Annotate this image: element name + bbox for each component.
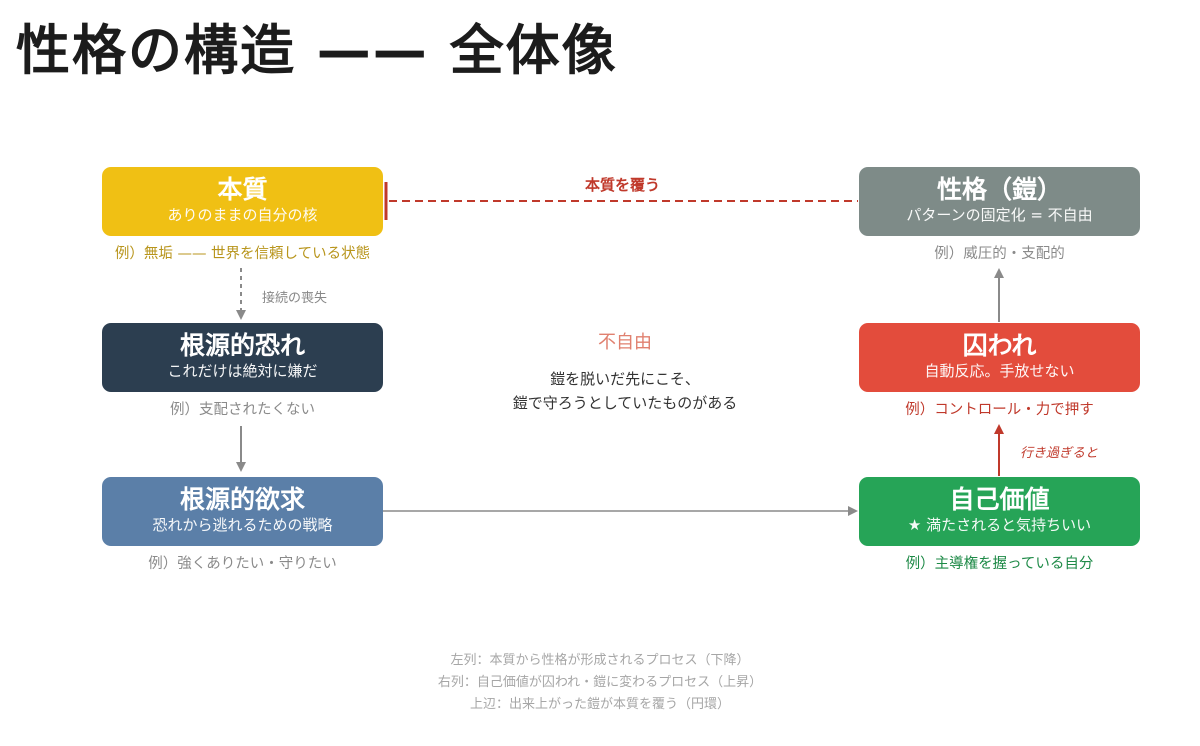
center-line-2: 鎧で守ろうとしていたものがある: [512, 394, 738, 412]
node-osore-title: 根源的恐れ: [179, 331, 305, 360]
node-seikaku-example: 例）威圧的・支配的: [934, 246, 1065, 262]
page-title: 性格の構造 —— 全体像: [16, 19, 618, 82]
edge-label-loss: 接続の喪失: [262, 291, 328, 306]
node-seikaku-title: 性格（鎧）: [936, 175, 1062, 204]
node-seikaku: 性格（鎧） パターンの固定化 = 不自由: [859, 167, 1140, 236]
node-osore-subtitle: これだけは絶対に嫌だ: [167, 362, 318, 380]
edge-label-overlay: 本質を覆う: [584, 176, 660, 194]
edge-label-excess: 行き過ぎると: [1020, 446, 1099, 461]
footnote-top-edge: 上辺：出来上がった鎧が本質を覆う（円環）: [469, 697, 730, 712]
node-osore-example: 例）支配されたくない: [170, 402, 315, 418]
node-yokkyu: 根源的欲求 恐れから逃れるための戦略: [102, 477, 383, 546]
node-yokkyu-subtitle: 恐れから逃れるための戦略: [152, 516, 333, 534]
node-osore: 根源的恐れ これだけは絶対に嫌だ: [102, 323, 383, 392]
center-line-1: 鎧を脱いだ先にこそ、: [550, 370, 700, 388]
node-seikaku-subtitle: パターンの固定化 = 不自由: [906, 206, 1093, 224]
node-honshitsu-title: 本質: [217, 175, 268, 204]
center-heading: 不自由: [598, 332, 652, 353]
footnote-right-column: 右列：自己価値が囚われ・鎧に変わるプロセス（上昇）: [437, 675, 763, 690]
node-yokkyu-example: 例）強くありたい・守りたい: [148, 556, 337, 572]
node-toraware-example: 例）コントロール・力で押す: [905, 402, 1094, 418]
node-yokkyu-title: 根源的欲求: [179, 485, 305, 514]
node-jikokachi-subtitle: ★ 満たされると気持ちいい: [907, 516, 1092, 534]
node-toraware: 囚われ 自動反応。手放せない: [859, 323, 1140, 392]
node-toraware-subtitle: 自動反応。手放せない: [924, 362, 1075, 380]
footnote-left-column: 左列：本質から性格が形成されるプロセス（下降）: [450, 653, 750, 668]
node-jikokachi-example: 例）主導権を握っている自分: [905, 556, 1094, 572]
node-honshitsu: 本質 ありのままの自分の核: [102, 167, 383, 236]
node-jikokachi: 自己価値 ★ 満たされると気持ちいい: [859, 477, 1140, 546]
footnotes: 左列：本質から性格が形成されるプロセス（下降） 右列：自己価値が囚われ・鎧に変わ…: [350, 650, 850, 716]
node-honshitsu-subtitle: ありのままの自分の核: [167, 206, 318, 224]
node-honshitsu-example: 例）無垢 —— 世界を信頼している状態: [114, 246, 371, 262]
node-toraware-title: 囚われ: [962, 331, 1037, 360]
node-jikokachi-title: 自己価値: [949, 485, 1050, 514]
